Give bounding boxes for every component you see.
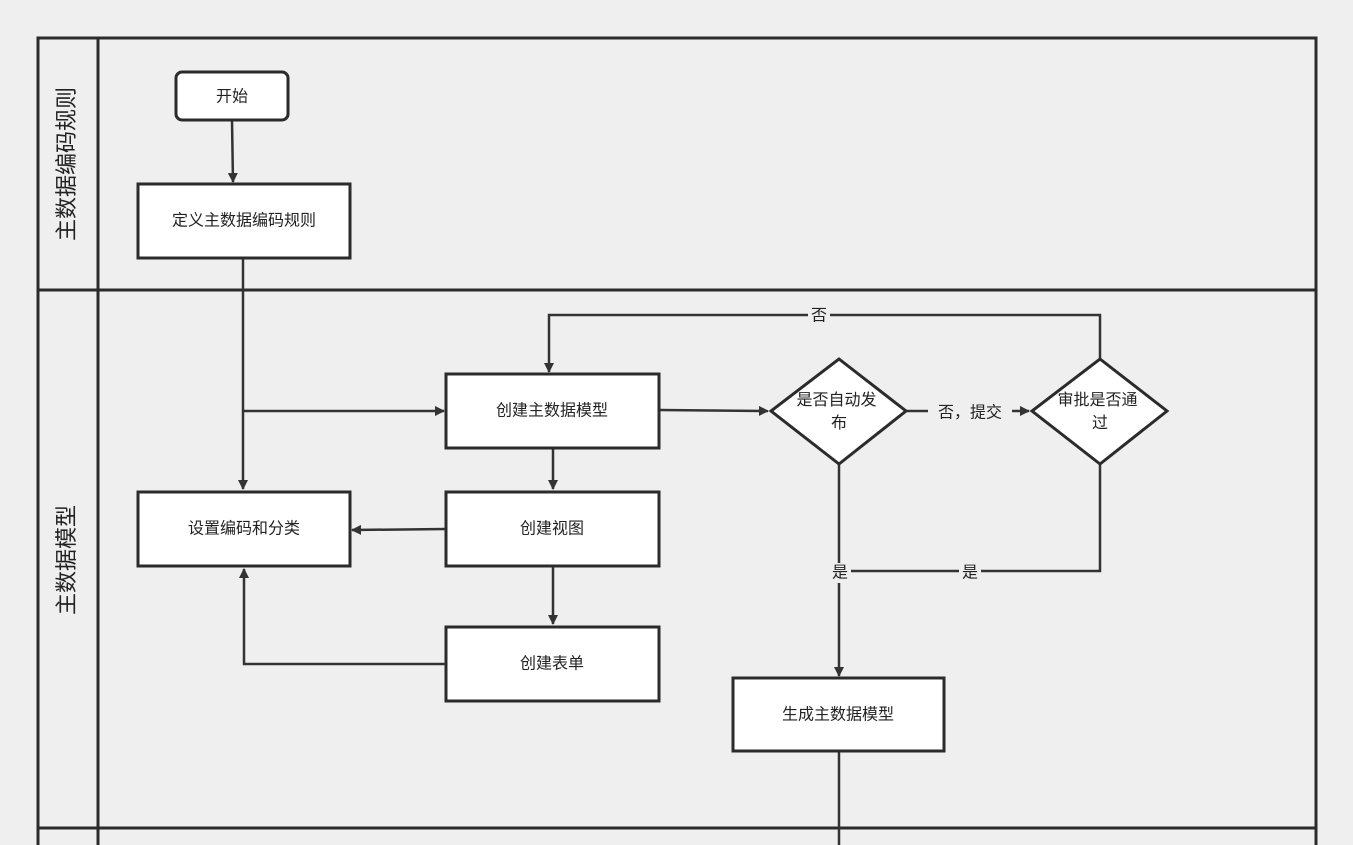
edge-label-no-top-text: 否 bbox=[811, 306, 827, 325]
edge-create-view-to-set-code bbox=[351, 524, 447, 535]
lane-title-model: 主数据模型 bbox=[55, 505, 80, 615]
node-generate-model[interactable]: 生成主数据模型 bbox=[731, 676, 946, 753]
node-approval-line-2: 过 bbox=[1092, 413, 1108, 432]
node-auto-publish-line-2: 布 bbox=[831, 413, 847, 432]
node-approval-line-1: 审批是否通 bbox=[1057, 390, 1137, 409]
node-set-code-category-label: 设置编码和分类 bbox=[188, 519, 300, 538]
node-approval-decision[interactable]: 审批是否通 过 bbox=[1029, 357, 1170, 466]
edge-label-no-submit-text: 否，提交 bbox=[938, 403, 1002, 422]
node-approval-label: 审批是否通 过 bbox=[1057, 390, 1142, 432]
node-generate-model-label: 生成主数据模型 bbox=[782, 705, 894, 724]
edge-label-no-submit: 否，提交 bbox=[928, 402, 1012, 424]
node-create-form[interactable]: 创建表单 bbox=[444, 625, 661, 703]
node-define-rules-label: 定义主数据编码规则 bbox=[172, 211, 316, 230]
lane-title-rules: 主数据编码规则 bbox=[55, 87, 80, 241]
node-define-rules[interactable]: 定义主数据编码规则 bbox=[136, 182, 352, 260]
edge-create-form-to-set-code bbox=[239, 568, 446, 666]
edge-label-yes-left: 是 bbox=[829, 563, 851, 583]
edges bbox=[227, 119, 1102, 845]
node-auto-publish-decision[interactable]: 是否自动发 布 bbox=[768, 357, 909, 466]
swimlane-frame bbox=[36, 36, 1318, 845]
edge-label-yes-right: 是 bbox=[959, 563, 981, 583]
node-create-model[interactable]: 创建主数据模型 bbox=[444, 372, 661, 450]
node-create-form-label: 创建表单 bbox=[520, 654, 584, 673]
edge-label-no-top: 否 bbox=[808, 306, 830, 326]
node-create-view-label: 创建视图 bbox=[520, 519, 584, 538]
edge-label-yes-left-text: 是 bbox=[832, 563, 848, 582]
node-start-label: 开始 bbox=[216, 87, 248, 106]
node-create-model-label: 创建主数据模型 bbox=[496, 401, 608, 420]
edge-approval-yes bbox=[839, 464, 1102, 573]
node-create-view[interactable]: 创建视图 bbox=[444, 490, 661, 568]
node-auto-publish-line-1: 是否自动发 bbox=[796, 390, 876, 409]
node-auto-publish-label: 是否自动发 布 bbox=[796, 390, 881, 432]
node-set-code-category[interactable]: 设置编码和分类 bbox=[136, 490, 352, 568]
node-start[interactable]: 开始 bbox=[174, 70, 290, 122]
edge-create-model-to-auto-publish bbox=[659, 405, 769, 416]
edge-label-yes-right-text: 是 bbox=[962, 563, 978, 582]
edge-start-to-define bbox=[227, 119, 238, 183]
